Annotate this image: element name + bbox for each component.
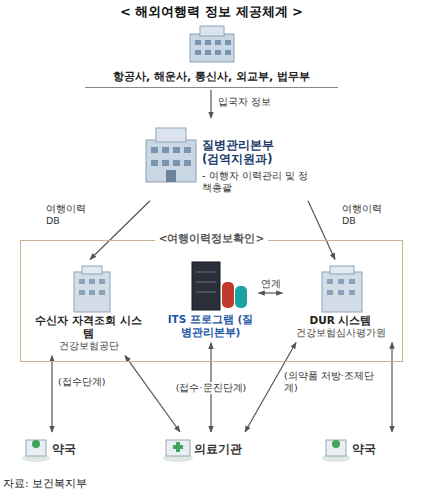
edge-label: 연계 xyxy=(259,278,283,290)
diagram-title: < 해외여행력 정보 제공체계 > xyxy=(0,4,423,20)
connector-arrow xyxy=(90,201,150,260)
system-node: 약국 xyxy=(18,434,102,463)
node-title: 수신자 자격조회 시스템 xyxy=(32,314,146,340)
node-title: 질병관리본부 (검역지원과) xyxy=(202,138,286,167)
system-node: 수신자 자격조회 시스템건강보험공단 xyxy=(30,262,148,354)
group-heading: <여행이력정보확인> xyxy=(155,232,269,245)
edge-label: (의약품 처방·조제단계) xyxy=(284,370,380,394)
node-title: 항공사, 해운사, 통신사, 외교부, 법무부 xyxy=(89,70,334,84)
system-node: 질병관리본부 (검역지원과) - 여행자 이력관리 및 정책총괄 xyxy=(140,120,315,199)
pharmacy-icon xyxy=(22,440,50,462)
node-title: 약국 xyxy=(52,442,100,457)
system-node: ITS 프로그램 (질병관리본부) xyxy=(165,258,257,341)
node-subtitle: 건강보험심사평가원 xyxy=(287,327,395,339)
node-subtitle: - 여행자 이력관리 및 정책총괄 xyxy=(202,170,310,195)
building-icon xyxy=(74,266,110,312)
source-caption: 자료: 보건복지부 xyxy=(3,477,87,490)
system-node: DUR 시스템건강보험심사평가원 xyxy=(285,262,397,341)
building-icon xyxy=(322,266,362,312)
connector-arrow xyxy=(51,356,52,432)
system-node: 약국 xyxy=(318,434,406,463)
node-title: 약국 xyxy=(352,442,404,457)
edge-label: 여행이력 DB xyxy=(342,203,388,227)
building-icon xyxy=(190,26,234,62)
group-box: <여행이력정보확인>수신자 자격조회 시스템건강보험공단ITS 프로그램 (질병… xyxy=(20,240,403,362)
system-node: 의료기관 xyxy=(160,434,264,463)
edge-label: 입국자 정보 xyxy=(218,96,271,108)
building-icon xyxy=(146,128,196,182)
pharmacy-icon xyxy=(322,440,350,462)
connector-arrow xyxy=(210,90,211,118)
system-node: 항공사, 해운사, 통신사, 외교부, 법무부 xyxy=(85,68,338,88)
node-title: DUR 시스템 xyxy=(287,314,395,327)
connector-arrow xyxy=(308,201,335,260)
node-title: 의료기관 xyxy=(194,442,262,457)
edge-label: (접수·문진단계) xyxy=(172,382,250,394)
connector-arrow xyxy=(259,292,283,293)
server-icon xyxy=(192,262,247,310)
connector-arrow xyxy=(391,343,392,433)
edge-label: 여행이력 DB xyxy=(46,203,92,227)
hospital-icon xyxy=(163,440,193,462)
node-subtitle: 건강보험공단 xyxy=(32,340,146,352)
node-title: ITS 프로그램 (질병관리본부) xyxy=(167,313,255,339)
edge-label: (접수단계) xyxy=(58,376,105,388)
